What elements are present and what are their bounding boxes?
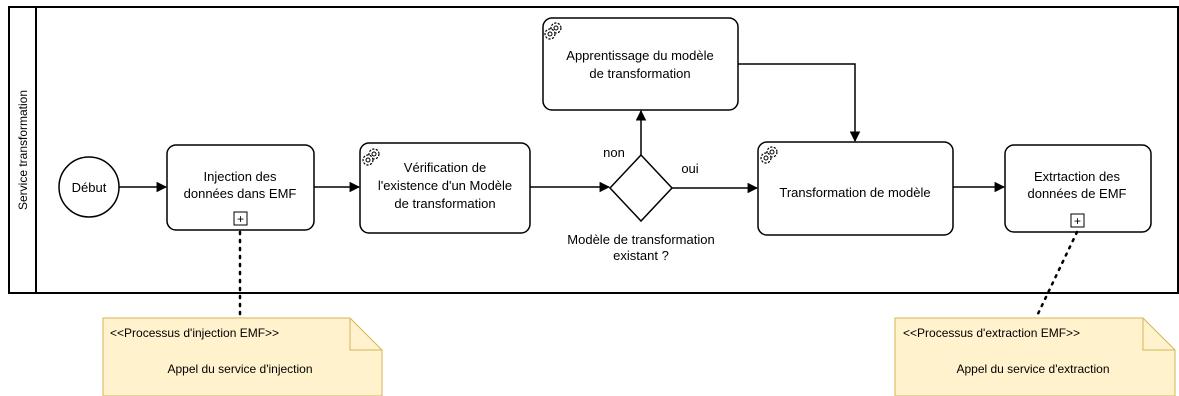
flow-apprentissage-transformation: [738, 63, 861, 143]
task-apprentissage-label-2: de transformation: [589, 66, 690, 81]
branch-label-non: non: [603, 145, 625, 160]
task-transformation-label: Transformation de modèle: [779, 185, 930, 200]
task-verification-label-2: l'existence d'un Modèle: [378, 178, 512, 193]
task-injection-label-1: Injection des: [204, 169, 277, 184]
note-extraction-text: Appel du service d'extraction: [956, 362, 1109, 376]
note-injection-text: Appel du service d'injection: [167, 362, 312, 376]
task-extraction[interactable]: Extrtaction des données de EMF +: [1004, 144, 1152, 233]
note-injection-stereotype: <<Processus d'injection EMF>>: [110, 326, 279, 340]
gear-icon: [544, 28, 556, 40]
plus-icon: +: [1074, 214, 1081, 228]
task-injection[interactable]: Injection des données dans EMF +: [166, 144, 315, 231]
task-verification-label-3: de transformation: [394, 196, 495, 211]
task-extraction-label-1: Extrtaction des: [1034, 169, 1120, 184]
task-apprentissage[interactable]: Apprentissage du modèle de transformatio…: [542, 17, 739, 111]
gateway-label-2: existant ?: [613, 248, 669, 263]
note-extraction-stereotype: <<Processus d'extraction EMF>>: [903, 326, 1080, 340]
start-event[interactable]: Début: [58, 156, 120, 218]
gear-icon: [760, 152, 772, 164]
lane-label: Service transformation: [16, 90, 30, 210]
task-apprentissage-label-1: Apprentissage du modèle: [566, 48, 713, 63]
association-extraction: [1034, 230, 1079, 320]
start-event-label: Début: [72, 180, 107, 195]
note-injection: <<Processus d'injection EMF>> Appel du s…: [102, 317, 383, 396]
associations: [238, 230, 1079, 320]
plus-icon: +: [237, 212, 244, 226]
gateway-label-1: Modèle de transformation: [567, 232, 714, 247]
task-verification[interactable]: Vérification de l'existence d'un Modèle …: [359, 142, 531, 234]
task-verification-label-1: Vérification de: [404, 160, 486, 175]
subprocess-marker-injection[interactable]: [233, 211, 248, 226]
gateway[interactable]: [608, 153, 674, 223]
task-transformation[interactable]: Transformation de modèle: [757, 141, 954, 236]
gear-icon: [362, 154, 374, 166]
note-extraction: <<Processus d'extraction EMF>> Appel du …: [894, 317, 1176, 396]
pool: Service transformation: [8, 6, 1179, 294]
branch-label-oui: oui: [681, 161, 698, 176]
subprocess-marker-extraction[interactable]: [1070, 213, 1085, 228]
task-extraction-label-2: données de EMF: [1027, 186, 1126, 201]
sequence-flows: [119, 63, 1006, 194]
task-injection-label-2: données dans EMF: [184, 186, 297, 201]
